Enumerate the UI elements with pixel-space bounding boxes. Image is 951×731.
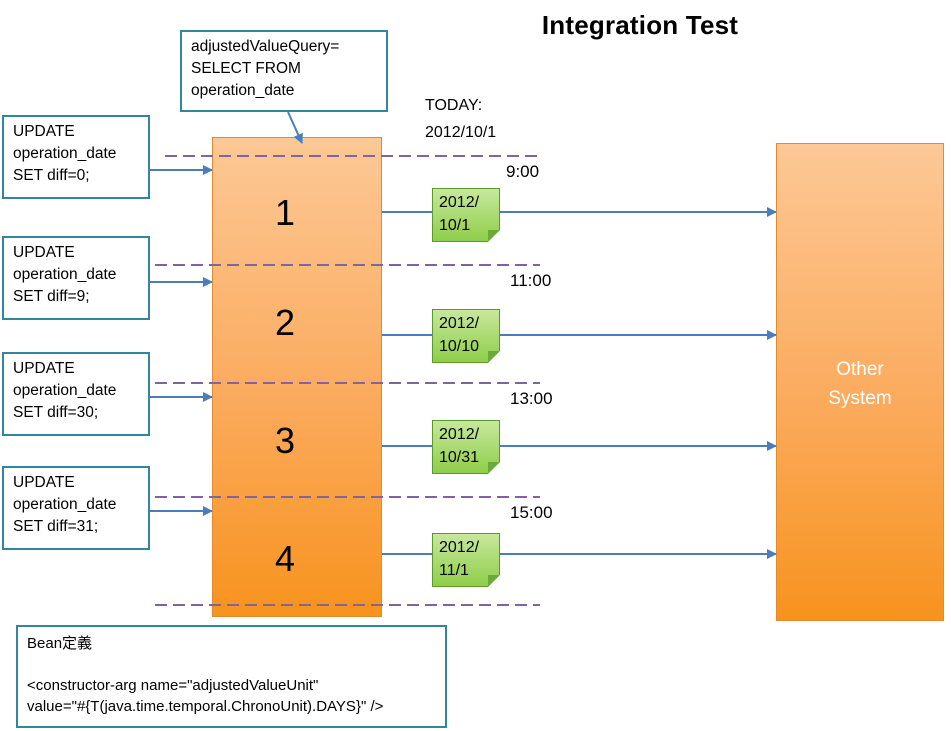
note-line: 2012/ xyxy=(439,194,480,211)
other-system-line: System xyxy=(828,388,892,409)
update-line: UPDATE xyxy=(13,360,75,377)
note-line: 10/10 xyxy=(439,338,480,355)
other-system-label: Other System xyxy=(776,355,944,413)
update-line: operation_date xyxy=(13,266,117,283)
today-caption: TODAY: xyxy=(425,97,483,114)
update-line: SET diff=31; xyxy=(13,518,99,535)
query-box: adjustedValueQuery= SELECT FROM operatio… xyxy=(180,30,388,112)
note-fold-icon xyxy=(488,351,500,363)
note-fold-icon xyxy=(488,575,500,587)
time-label-3: 13:00 xyxy=(510,389,553,408)
update-box-1: UPDATE operation_date SET diff=0; xyxy=(2,115,150,199)
update-line: UPDATE xyxy=(13,244,75,261)
note-line: 11/1 xyxy=(439,562,469,579)
update-line: SET diff=0; xyxy=(13,167,90,184)
update-box-2: UPDATE operation_date SET diff=9; xyxy=(2,236,150,320)
update-line: operation_date xyxy=(13,382,117,399)
time-label-1: 9:00 xyxy=(506,162,540,181)
update-line: SET diff=30; xyxy=(13,404,99,421)
segment-number-1: 1 xyxy=(274,192,296,233)
note-line: 2012/ xyxy=(439,539,480,556)
today-date: 2012/10/1 xyxy=(425,124,497,141)
bean-spacer xyxy=(27,654,436,675)
date-note-4: 2012/ 11/1 xyxy=(432,533,500,587)
update-line: SET diff=9; xyxy=(13,288,90,305)
date-note-3: 2012/ 10/31 xyxy=(432,420,500,474)
time-label-4: 15:00 xyxy=(510,503,553,522)
bean-title: Bean定義 xyxy=(27,635,93,652)
segment-number-2: 2 xyxy=(274,302,296,343)
update-line: operation_date xyxy=(13,496,117,513)
note-line: 2012/ xyxy=(439,426,480,443)
note-fold-icon xyxy=(488,230,500,242)
bean-code-line: value="#{T(java.time.temporal.ChronoUnit… xyxy=(27,698,384,715)
note-line: 10/31 xyxy=(439,449,480,466)
segment-number-4: 4 xyxy=(274,538,296,579)
other-system-box xyxy=(776,143,944,621)
bean-code-line: <constructor-arg name="adjustedValueUnit… xyxy=(27,677,319,694)
date-note-1: 2012/ 10/1 xyxy=(432,188,500,242)
query-line: operation_date xyxy=(191,82,295,99)
query-line: SELECT FROM xyxy=(191,60,301,77)
query-arrow xyxy=(287,111,303,144)
update-line: UPDATE xyxy=(13,123,75,140)
bean-definition-box: Bean定義 <constructor-arg name="adjustedVa… xyxy=(16,625,447,728)
note-line: 2012/ xyxy=(439,315,480,332)
process-column xyxy=(212,137,382,617)
query-line: adjustedValueQuery= xyxy=(191,38,340,55)
time-label-2: 11:00 xyxy=(510,271,552,290)
segment-number-3: 3 xyxy=(274,420,296,461)
update-line: operation_date xyxy=(13,145,117,162)
note-fold-icon xyxy=(488,462,500,474)
today-label: TODAY: 2012/10/1 xyxy=(425,92,496,146)
diagram-title: Integration Test xyxy=(541,10,739,40)
date-note-2: 2012/ 10/10 xyxy=(432,309,500,363)
update-line: UPDATE xyxy=(13,474,75,491)
update-box-4: UPDATE operation_date SET diff=31; xyxy=(2,466,150,550)
note-line: 10/1 xyxy=(439,217,471,234)
update-box-3: UPDATE operation_date SET diff=30; xyxy=(2,352,150,436)
other-system-line: Other xyxy=(836,359,884,380)
